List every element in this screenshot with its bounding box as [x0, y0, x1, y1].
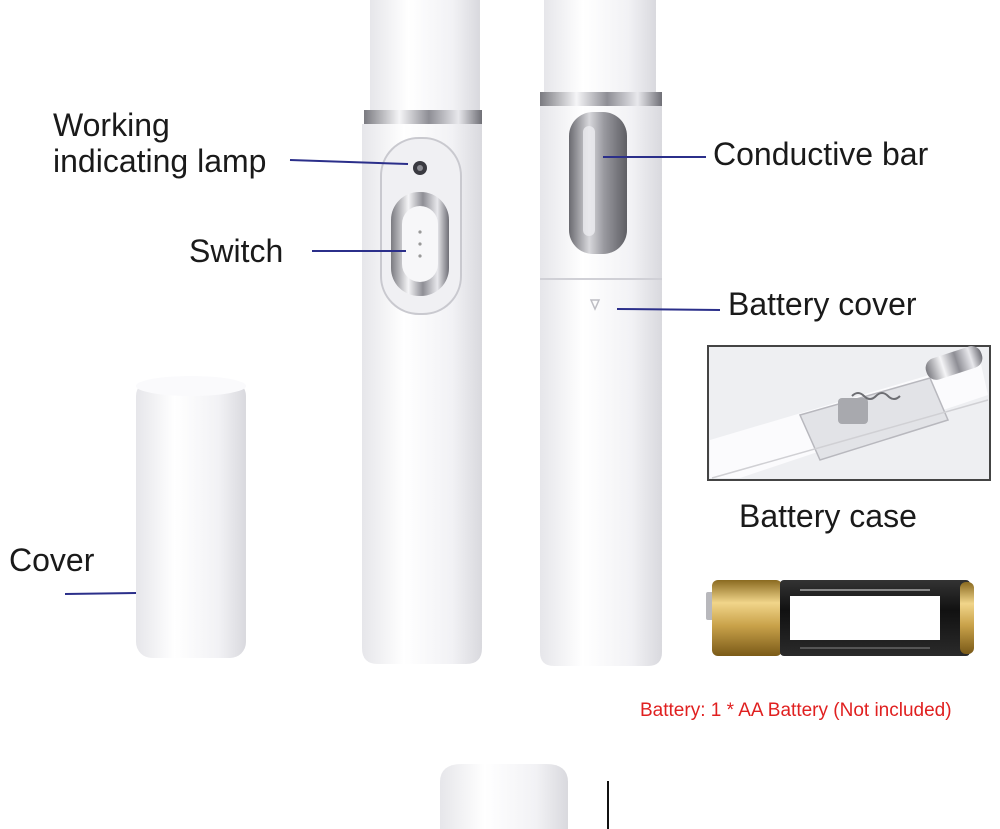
- pen-left-chrome-ring: [364, 110, 482, 124]
- cap-body: [136, 380, 246, 658]
- battery-cover-body: [540, 280, 662, 666]
- label-working-lamp: Working indicating lamp: [53, 107, 267, 179]
- conductive-bar-icon: [569, 112, 627, 254]
- leader-battery-cover: [616, 308, 721, 311]
- pen-right-upper: [544, 0, 656, 92]
- laser-pen-right: [540, 0, 662, 666]
- battery-note: Battery: 1 * AA Battery (Not included): [640, 700, 952, 721]
- label-switch: Switch: [189, 233, 284, 269]
- label-battery-case: Battery case: [739, 498, 917, 534]
- leader-working-lamp: [289, 159, 409, 165]
- aa-battery-icon: [706, 580, 974, 656]
- pen-right-chrome-ring: [540, 92, 662, 106]
- label-cover: Cover: [9, 542, 95, 578]
- leader-lines: [64, 156, 721, 595]
- pen-bottom-partial: [440, 764, 609, 829]
- pen-left-upper: [370, 0, 480, 110]
- arrow-mark-icon: [589, 299, 601, 311]
- label-battery-cover: Battery cover: [728, 286, 917, 322]
- leader-cover: [64, 592, 137, 595]
- laser-pen-left: [362, 0, 482, 664]
- pen-cap: [136, 376, 246, 658]
- battery-case-photo: [707, 345, 991, 481]
- label-conductive-bar: Conductive bar: [713, 136, 929, 172]
